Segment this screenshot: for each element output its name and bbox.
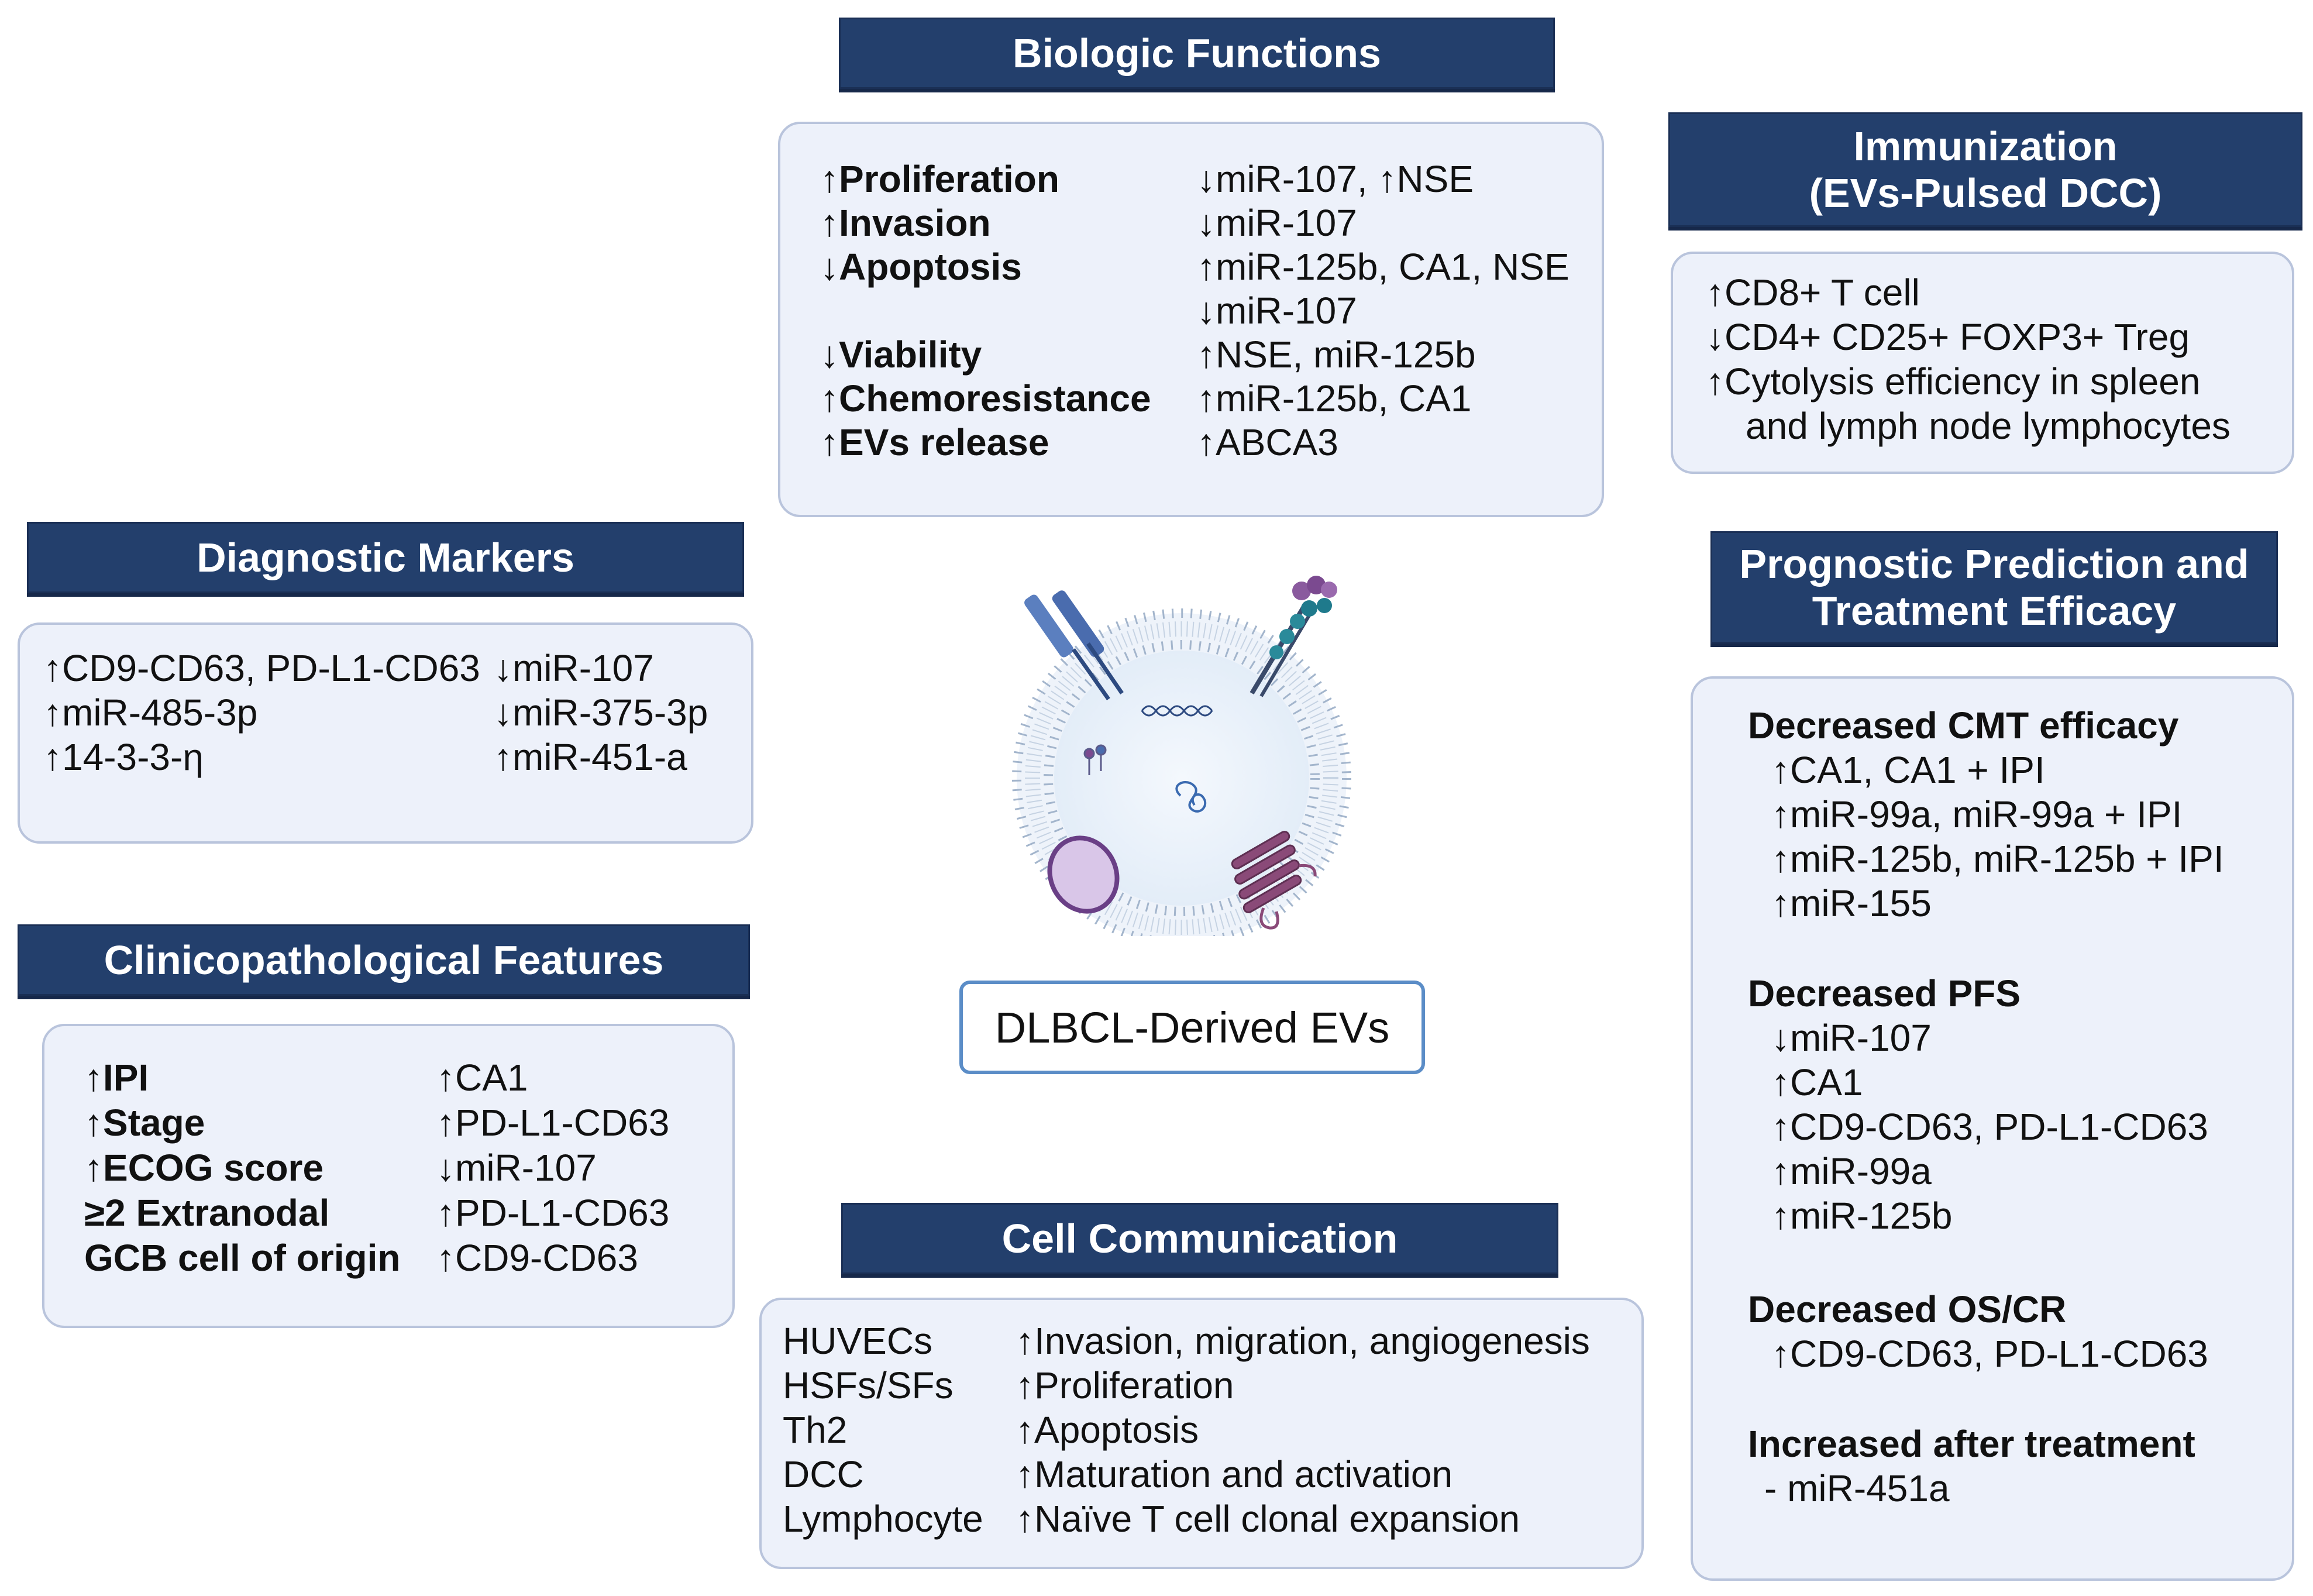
biologic-right-item: ↑miR-125b, CA1, NSE: [1197, 246, 1569, 288]
cellcomm-cell-type: DCC: [783, 1453, 864, 1495]
cell-communication-title: Cell Communication: [1001, 1215, 1398, 1261]
glycoprotein-icon: [1250, 576, 1337, 697]
prognostic-item: ↑miR-155: [1771, 882, 1932, 924]
clinico-right-item: ↑CA1: [436, 1057, 528, 1099]
cellcomm-effect: ↑Maturation and activation: [1016, 1453, 1453, 1495]
biologic-left-item: ↑EVs release: [820, 421, 1049, 463]
prognostic-item: - miR-451a: [1764, 1467, 1950, 1509]
prognostic-item: ↑miR-125b: [1771, 1195, 1953, 1237]
diagnostic-markers-title: Diagnostic Markers: [197, 534, 574, 580]
prognostic-title-line1: Prognostic Prediction and: [1739, 541, 2249, 587]
lipid-tails: [1025, 621, 1338, 935]
biologic-left-item: ↓Apoptosis: [820, 246, 1022, 288]
diagnostic-left-item: ↑CD9-CD63, PD-L1-CD63: [43, 647, 480, 689]
biologic-right-item: ↑miR-125b, CA1: [1197, 377, 1472, 419]
cellcomm-cell-type: HSFs/SFs: [783, 1364, 954, 1406]
cellcomm-effect: ↑Invasion, migration, angiogenesis: [1016, 1320, 1590, 1362]
biologic-left-item: ↑Chemoresistance: [820, 377, 1151, 419]
lipid-molecule-icon: [1083, 744, 1107, 775]
clinico-left-item: ↑IPI: [84, 1057, 149, 1099]
prognostic-item: ↑CA1, CA1 + IPI: [1771, 749, 2045, 791]
prognostic-item: ↓miR-107: [1771, 1017, 1932, 1059]
cellcomm-effect: ↑Proliferation: [1016, 1364, 1234, 1406]
prognostic-section-title: Increased after treatment: [1748, 1423, 2195, 1465]
lipid-heads-inner: [1044, 640, 1320, 916]
immunization-item: ↑CD8+ T cell: [1706, 271, 1920, 314]
prognostic-section-title: Decreased PFS: [1748, 972, 2021, 1014]
diagnostic-right-item: ↑miR-451-a: [494, 736, 687, 778]
clinico-right-item: ↓miR-107: [436, 1147, 597, 1189]
membrane-vesicle-icon: [1047, 835, 1120, 914]
clinico-left-item: ↑ECOG score: [84, 1147, 324, 1189]
prognostic-item: ↑CD9-CD63, PD-L1-CD63: [1771, 1106, 2208, 1148]
prognostic-item: ↑miR-99a: [1771, 1150, 1932, 1192]
immunization-title-line2: (EVs-Pulsed DCC): [1809, 170, 2162, 216]
prognostic-section-title: Decreased CMT efficacy: [1748, 704, 2179, 747]
diagnostic-markers-header: Diagnostic Markers: [27, 522, 744, 593]
biologic-right-item: ↑NSE, miR-125b: [1197, 333, 1476, 376]
biologic-left-item: ↑Proliferation: [820, 158, 1059, 200]
biologic-functions-title: Biologic Functions: [1013, 30, 1381, 76]
diagnostic-right-item: ↓miR-375-3p: [494, 692, 708, 734]
diagnostic-left-item: ↑14-3-3-η: [43, 736, 204, 778]
immunization-title-line1: Immunization: [1853, 123, 2118, 169]
prognostic-panel: Decreased CMT efficacy ↑CA1, CA1 + IPI ↑…: [1691, 676, 2294, 1581]
prognostic-item: ↑CD9-CD63, PD-L1-CD63: [1771, 1333, 2208, 1375]
immunization-item: ↑Cytolysis efficiency in spleen: [1706, 360, 2201, 403]
lipid-heads-outer: [1012, 608, 1351, 936]
clinico-left-item: ≥2 Extranodal: [84, 1192, 330, 1234]
receptor-protein-icon: [1024, 590, 1124, 701]
diagnostic-markers-panel: ↑CD9-CD63, PD-L1-CD63 ↑miR-485-3p ↑14-3-…: [18, 622, 753, 844]
dna-icon: [1141, 705, 1213, 717]
clinico-right-item: ↑CD9-CD63: [436, 1237, 638, 1279]
biologic-right-item: ↓miR-107: [1197, 202, 1357, 244]
biologic-right-item: ↑ABCA3: [1197, 421, 1338, 463]
cell-communication-panel: HUVECs HSFs/SFs Th2 DCC Lymphocyte ↑Inva…: [759, 1298, 1644, 1569]
transmembrane-protein-icon: [1231, 831, 1317, 930]
biologic-functions-panel: ↑Proliferation ↑Invasion ↓Apoptosis ↓Via…: [778, 122, 1604, 517]
dlbcl-derived-evs-label: DLBCL-Derived EVs: [959, 981, 1425, 1074]
vesicle-lumen: [1054, 651, 1309, 906]
cellcomm-effect: ↑Naïve T cell clonal expansion: [1016, 1498, 1520, 1540]
immunization-panel: ↑CD8+ T cell ↓CD4+ CD25+ FOXP3+ Treg ↑Cy…: [1671, 252, 2294, 474]
cellcomm-cell-type: HUVECs: [783, 1320, 933, 1362]
immunization-item: and lymph node lymphocytes: [1746, 405, 2231, 447]
cellcomm-effect: ↑Apoptosis: [1016, 1409, 1199, 1451]
biologic-left-item: ↓Viability: [820, 333, 982, 376]
biologic-right-item: ↓miR-107, ↑NSE: [1197, 158, 1474, 200]
prognostic-item: ↑CA1: [1771, 1061, 1863, 1103]
extracellular-vesicle-illustration: [1012, 576, 1351, 936]
diagnostic-right-item: ↓miR-107: [494, 647, 654, 689]
cellcomm-cell-type: Lymphocyte: [783, 1498, 983, 1540]
diagnostic-left-item: ↑miR-485-3p: [43, 692, 258, 734]
clinico-right-item: ↑PD-L1-CD63: [436, 1192, 670, 1234]
prognostic-item: ↑miR-99a, miR-99a + IPI: [1771, 793, 2183, 835]
immunization-header: Immunization (EVs-Pulsed DCC): [1668, 112, 2302, 227]
prognostic-section-title: Decreased OS/CR: [1748, 1288, 2067, 1330]
prognostic-item: ↑miR-125b, miR-125b + IPI: [1771, 838, 2224, 880]
clinicopathological-title: Clinicopathological Features: [104, 937, 664, 983]
clinicopathological-panel: ↑IPI ↑Stage ↑ECOG score ≥2 Extranodal GC…: [42, 1024, 735, 1328]
cellcomm-cell-type: Th2: [783, 1409, 848, 1451]
biologic-functions-header: Biologic Functions: [839, 18, 1555, 89]
clinico-right-item: ↑PD-L1-CD63: [436, 1102, 670, 1144]
clinico-left-item: ↑Stage: [84, 1102, 205, 1144]
biologic-left-item: ↑Invasion: [820, 202, 991, 244]
prognostic-title-line2: Treatment Efficacy: [1812, 588, 2177, 634]
prognostic-header: Prognostic Prediction and Treatment Effi…: [1710, 531, 2278, 644]
immunization-item: ↓CD4+ CD25+ FOXP3+ Treg: [1706, 316, 2190, 358]
cell-communication-header: Cell Communication: [841, 1203, 1558, 1274]
protein-icon: [1175, 781, 1207, 813]
clinicopathological-header: Clinicopathological Features: [18, 924, 750, 996]
biologic-right-item: ↓miR-107: [1197, 290, 1357, 332]
clinico-left-item: GCB cell of origin: [84, 1237, 401, 1279]
dlbcl-derived-evs-text: DLBCL-Derived EVs: [994, 1003, 1390, 1052]
